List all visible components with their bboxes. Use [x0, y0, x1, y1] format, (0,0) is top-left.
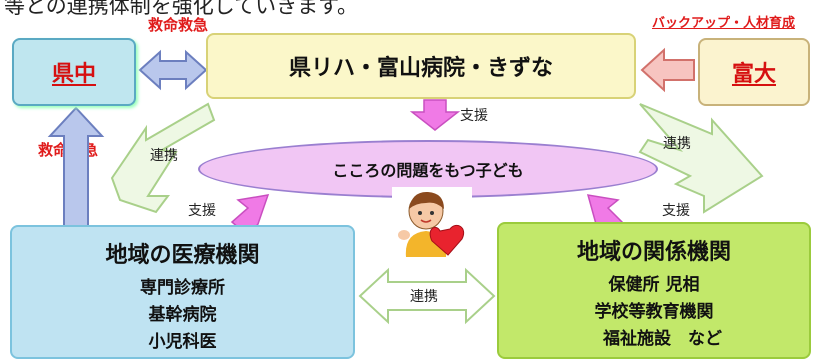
- right-box-line: 福祉施設 など: [586, 329, 722, 349]
- fudai-label: 富大: [731, 62, 776, 87]
- left-box-title: 地域の医療機関: [105, 243, 260, 268]
- backup-label: バックアップ・人材育成: [652, 16, 796, 31]
- emergency-label-top: 救命救急: [148, 16, 209, 34]
- backup-arrow: [640, 47, 695, 93]
- right-box-title: 地域の関係機関: [576, 240, 731, 265]
- child-with-heart-icon: [392, 187, 472, 257]
- right-box-line: 学校等教育機関: [594, 302, 714, 322]
- emergency-double-arrow: [138, 49, 208, 91]
- children-label: こころの問題をもつ子ども: [332, 161, 524, 180]
- left-box-line: 小児科医: [148, 332, 217, 352]
- support-center-label: 支援: [460, 108, 488, 124]
- emergency-up-arrow: [47, 106, 105, 231]
- left-box-line: 基幹病院: [148, 305, 217, 325]
- center-node: 県リハ・富山病院・きずな: [206, 33, 636, 99]
- local-medical-institutions-box: 地域の医療機関 専門診療所 基幹病院 小児科医: [10, 225, 355, 359]
- kenchu-label: 県中: [51, 62, 96, 87]
- fudai-node: 富大: [698, 38, 810, 106]
- renkei-bottom-arrow: [358, 267, 496, 325]
- support-left-label: 支援: [188, 203, 216, 219]
- renkei-right-arrow: [638, 103, 764, 214]
- renkei-left-label: 連携: [150, 148, 178, 164]
- renkei-bottom-label: 連携: [410, 289, 438, 305]
- kenchu-node: 県中: [12, 38, 136, 106]
- support-down-arrow: [409, 99, 461, 131]
- renkei-right-label: 連携: [663, 136, 691, 152]
- center-label: 県リハ・富山病院・きずな: [288, 56, 553, 81]
- top-caption-text: 等との連携体制を強化していきます。: [4, 0, 359, 18]
- renkei-left-arrow: [110, 102, 216, 214]
- right-box-line: 保健所 児相: [608, 275, 700, 295]
- support-right-label: 支援: [662, 203, 690, 219]
- left-box-line: 専門診療所: [140, 278, 225, 298]
- local-related-institutions-box: 地域の関係機関 保健所 児相 学校等教育機関 福祉施設 など: [497, 222, 811, 359]
